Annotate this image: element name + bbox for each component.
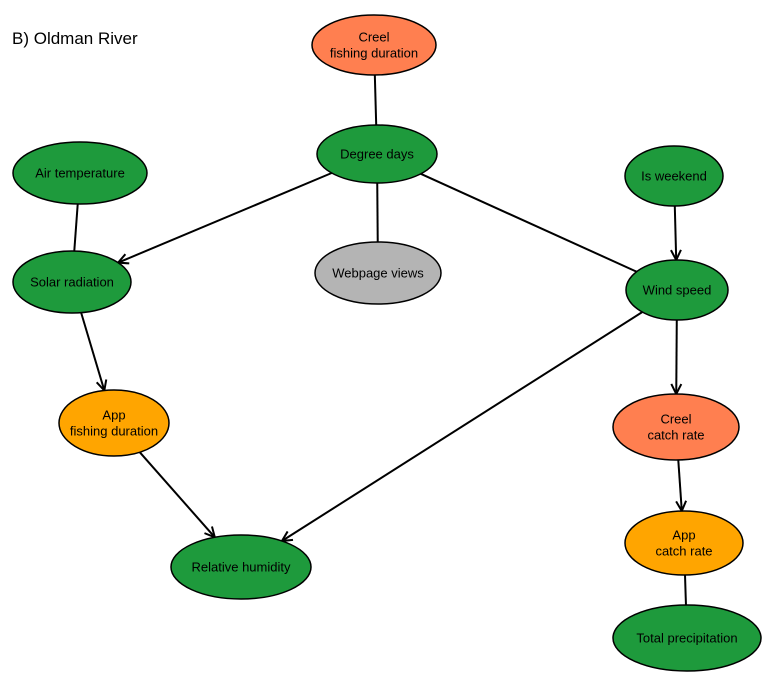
node-label-relative-humidity: Relative humidity [192, 560, 291, 575]
node-label-degree-days: Degree days [340, 147, 414, 162]
node-label-creel-fishing-duration: fishing duration [330, 46, 418, 61]
edge-app-catch-rate-to-total-precipitation [684, 574, 687, 606]
node-solar-radiation: Solar radiation [12, 250, 132, 314]
edge-is-weekend-to-wind-speed [675, 205, 676, 260]
node-shape-app-catch-rate [624, 510, 744, 576]
node-shape-degree-days [316, 124, 438, 184]
node-label-app-fishing-duration: App [102, 408, 125, 423]
node-is-weekend: Is weekend [624, 145, 724, 207]
node-shape-is-weekend [624, 145, 724, 207]
edge-wind-speed-to-relative-humidity [282, 311, 643, 541]
node-label-creel-catch-rate: Creel [660, 412, 691, 427]
node-shape-app-fishing-duration [58, 389, 170, 457]
node-label-creel-fishing-duration: Creel [358, 30, 389, 45]
node-label-app-fishing-duration: fishing duration [70, 424, 158, 439]
node-air-temperature: Air temperature [12, 141, 148, 205]
node-label-wind-speed: Wind speed [643, 283, 712, 298]
edge-air-temperature-to-solar-radiation [73, 203, 79, 252]
node-label-webpage-views: Webpage views [332, 266, 424, 281]
node-shape-creel-catch-rate [612, 393, 740, 461]
node-label-air-temperature: Air temperature [35, 166, 125, 181]
edge-creel-catch-rate-to-app-catch-rate [678, 459, 682, 511]
node-label-solar-radiation: Solar radiation [30, 275, 114, 290]
node-degree-days: Degree days [316, 124, 438, 184]
node-label-app-catch-rate: catch rate [655, 544, 712, 559]
node-shape-air-temperature [12, 141, 148, 205]
edge-creel-fishing-duration-to-degree-days [373, 74, 378, 126]
node-label-is-weekend: Is weekend [641, 169, 707, 184]
node-webpage-views: Webpage views [314, 241, 442, 305]
node-shape-relative-humidity [170, 534, 312, 600]
node-shape-solar-radiation [12, 250, 132, 314]
edge-solar-radiation-to-app-fishing-duration [80, 312, 104, 391]
node-relative-humidity: Relative humidity [170, 534, 312, 600]
node-label-creel-catch-rate: catch rate [647, 428, 704, 443]
node-total-precipitation: Total precipitation [612, 604, 762, 672]
node-label-total-precipitation: Total precipitation [636, 631, 737, 646]
node-shape-total-precipitation [612, 604, 762, 672]
node-shape-creel-fishing-duration [311, 14, 437, 76]
node-shape-wind-speed [625, 259, 729, 321]
panel-title: B) Oldman River [12, 29, 138, 48]
node-label-app-catch-rate: App [672, 528, 695, 543]
edge-wind-speed-to-creel-catch-rate [676, 319, 677, 394]
edges-layer [73, 74, 687, 606]
edge-degree-days-to-wind-speed [420, 172, 638, 273]
edge-app-fishing-duration-to-relative-humidity [138, 451, 215, 537]
edge-degree-days-to-solar-radiation [118, 172, 333, 263]
node-wind-speed: Wind speed [625, 259, 729, 321]
node-shape-webpage-views [314, 241, 442, 305]
